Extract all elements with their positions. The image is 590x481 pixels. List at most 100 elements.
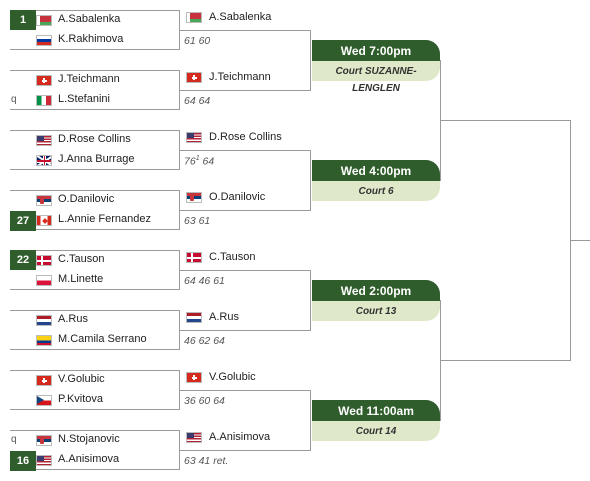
score-value: 46 62 64 bbox=[184, 335, 225, 347]
player-name-link[interactable]: M.Linette bbox=[58, 273, 104, 285]
winner-name-link[interactable]: A.Sabalenka bbox=[209, 11, 272, 23]
connector-line bbox=[310, 270, 311, 331]
connector-line bbox=[180, 330, 310, 331]
player-name-link[interactable]: N.Stojanovic bbox=[58, 433, 120, 445]
match-time: Wed 4:00pm bbox=[312, 160, 440, 181]
player-name-link[interactable]: L.Annie Fernandez bbox=[58, 213, 151, 225]
winner-name-link[interactable]: A.Anisimova bbox=[209, 431, 271, 443]
country-flag-icon bbox=[36, 435, 52, 446]
player-name-link[interactable]: A.Anisimova bbox=[58, 453, 120, 465]
seed-badge: 27 bbox=[10, 211, 36, 231]
player-name-link[interactable]: P.Kvitova bbox=[58, 393, 104, 405]
match-box bbox=[10, 310, 180, 350]
match-box bbox=[10, 370, 180, 410]
match-box bbox=[10, 190, 180, 230]
connector-line bbox=[180, 210, 310, 211]
country-flag-icon bbox=[36, 15, 52, 26]
connector-line bbox=[180, 30, 310, 31]
match-box bbox=[10, 250, 180, 290]
winner-name-link[interactable]: J.Teichmann bbox=[209, 71, 271, 83]
country-flag-icon bbox=[186, 192, 202, 203]
match-box bbox=[10, 70, 180, 110]
player-name-link[interactable]: V.Golubic bbox=[58, 373, 105, 385]
country-flag-icon bbox=[36, 95, 52, 106]
connector-line bbox=[570, 240, 590, 241]
country-flag-icon bbox=[36, 215, 52, 226]
court-name-continued: LENGLEN bbox=[352, 83, 400, 94]
player-name-link[interactable]: O.Danilovic bbox=[58, 193, 115, 205]
court-name-link[interactable]: Court SUZANNE- bbox=[312, 61, 440, 81]
country-flag-icon bbox=[186, 432, 202, 443]
score-value: 64 bbox=[199, 155, 215, 168]
match-score: 64 46 61 bbox=[184, 275, 225, 287]
connector-line bbox=[310, 150, 311, 211]
country-flag-icon bbox=[186, 252, 202, 263]
player-name-link[interactable]: J.Teichmann bbox=[58, 73, 120, 85]
player-name-link[interactable]: K.Rakhimova bbox=[58, 33, 124, 45]
score-value: 61 60 bbox=[184, 35, 211, 47]
country-flag-icon bbox=[36, 155, 52, 166]
score-value: 76 bbox=[184, 155, 196, 168]
player-name-link[interactable]: A.Rus bbox=[58, 313, 88, 325]
country-flag-icon bbox=[36, 455, 52, 466]
country-flag-icon bbox=[36, 195, 52, 206]
connector-line bbox=[440, 120, 570, 121]
winner-name-link[interactable]: V.Golubic bbox=[209, 371, 256, 383]
connector-line bbox=[180, 270, 310, 271]
court-name-link[interactable]: Court 14 bbox=[312, 421, 440, 441]
connector-line bbox=[440, 360, 570, 361]
match-score: 63 41 ret. bbox=[184, 455, 228, 467]
connector-line bbox=[310, 390, 311, 451]
player-name-link[interactable]: L.Stefanini bbox=[58, 93, 110, 105]
winner-name-link[interactable]: C.Tauson bbox=[209, 251, 256, 263]
country-flag-icon bbox=[36, 275, 52, 286]
match-score: 761 64 bbox=[184, 155, 214, 168]
connector-line bbox=[180, 90, 310, 91]
match-time: Wed 7:00pm bbox=[312, 40, 440, 61]
country-flag-icon bbox=[36, 255, 52, 266]
country-flag-icon bbox=[36, 75, 52, 86]
match-time: Wed 2:00pm bbox=[312, 280, 440, 301]
score-value: 64 64 bbox=[184, 95, 211, 107]
country-flag-icon bbox=[186, 12, 202, 23]
country-flag-icon bbox=[36, 335, 52, 346]
country-flag-icon bbox=[186, 132, 202, 143]
match-score: 64 64 bbox=[184, 95, 210, 107]
connector-line bbox=[180, 390, 310, 391]
country-flag-icon bbox=[36, 315, 52, 326]
country-flag-icon bbox=[186, 72, 202, 83]
match-box bbox=[10, 430, 180, 470]
country-flag-icon bbox=[36, 35, 52, 46]
match-score: 36 60 64 bbox=[184, 395, 225, 407]
player-name-link[interactable]: M.Camila Serrano bbox=[58, 333, 147, 345]
score-value: 64 46 61 bbox=[184, 275, 225, 287]
match-score: 63 61 bbox=[184, 215, 210, 227]
connector-line bbox=[310, 30, 311, 91]
player-name-link[interactable]: J.Anna Burrage bbox=[58, 153, 135, 165]
winner-name-link[interactable]: A.Rus bbox=[209, 311, 239, 323]
match-score: 61 60 bbox=[184, 35, 210, 47]
seed-badge: 16 bbox=[10, 451, 36, 471]
qualifier-label: q bbox=[11, 434, 17, 445]
player-name-link[interactable]: D.Rose Collins bbox=[58, 133, 131, 145]
country-flag-icon bbox=[186, 372, 202, 383]
match-box bbox=[10, 130, 180, 170]
score-value: 63 61 bbox=[184, 215, 211, 227]
score-value: 36 60 64 bbox=[184, 395, 225, 407]
seed-badge: 1 bbox=[10, 10, 36, 30]
qualifier-label: q bbox=[11, 94, 17, 105]
player-name-link[interactable]: A.Sabalenka bbox=[58, 13, 121, 25]
court-name-link[interactable]: Court 6 bbox=[312, 181, 440, 201]
score-value: 63 41 ret. bbox=[184, 455, 229, 467]
winner-name-link[interactable]: O.Danilovic bbox=[209, 191, 266, 203]
country-flag-icon bbox=[186, 312, 202, 323]
court-name-link[interactable]: Court 13 bbox=[312, 301, 440, 321]
player-name-link[interactable]: C.Tauson bbox=[58, 253, 105, 265]
match-box bbox=[10, 10, 180, 50]
tiebreak-score: 1 bbox=[195, 155, 200, 162]
winner-name-link[interactable]: D.Rose Collins bbox=[209, 131, 282, 143]
